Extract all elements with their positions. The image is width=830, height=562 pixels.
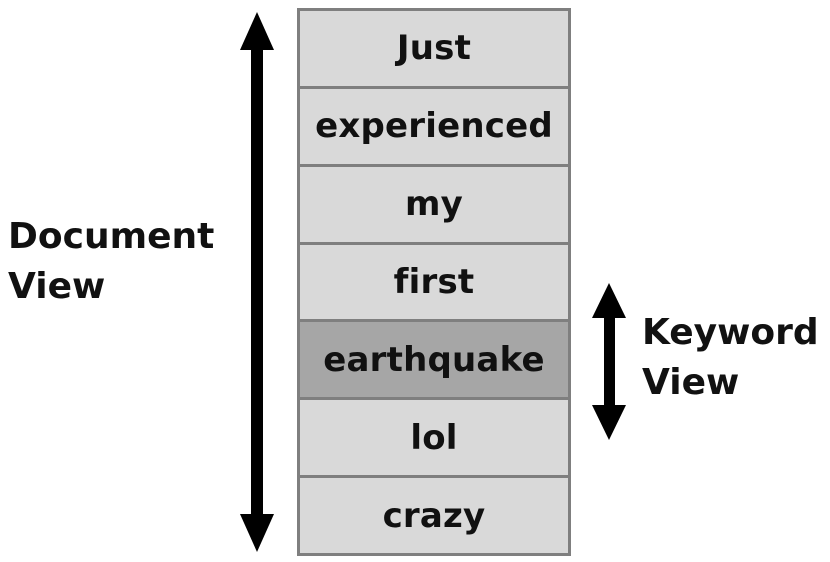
- keyword-view-label-line-2: View: [642, 362, 740, 403]
- word-cell-first: first: [300, 244, 568, 323]
- word-cell-just: Just: [300, 11, 568, 89]
- document-view-label-line-2: View: [8, 266, 106, 307]
- word-cell-crazy: crazy: [300, 478, 568, 554]
- word-cell-my: my: [300, 166, 568, 245]
- keyword-view-label: Keyword View: [642, 308, 819, 408]
- word-cell-lol: lol: [300, 400, 568, 479]
- word-stack: Just experienced my first earthquake lol…: [297, 8, 571, 556]
- document-view-label-line-1: Document: [8, 216, 215, 257]
- keyword-view-label-line-1: Keyword: [642, 312, 819, 353]
- word-cell-experienced: experienced: [300, 88, 568, 167]
- document-view-label: Document View: [8, 212, 214, 312]
- document-view-arrow: [240, 12, 274, 552]
- word-cell-earthquake-highlighted: earthquake: [300, 322, 568, 401]
- keyword-view-arrow: [592, 283, 626, 440]
